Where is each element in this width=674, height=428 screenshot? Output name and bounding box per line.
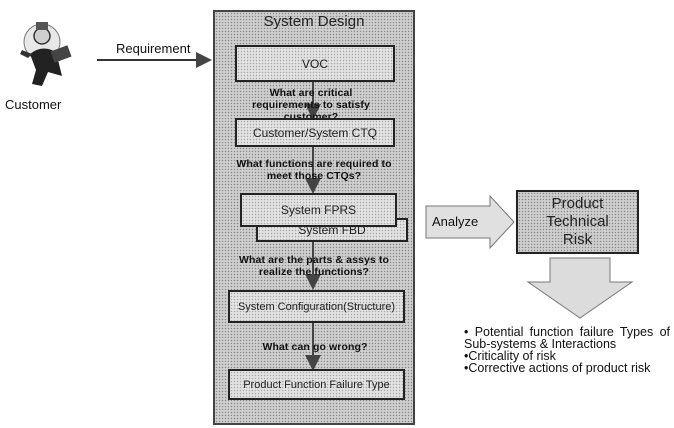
bullet-item: •Criticality of risk: [464, 349, 556, 363]
product-technical-risk-box: Product Technical Risk: [516, 190, 639, 254]
down-arrow: [526, 257, 634, 319]
analyze-arrow: [425, 194, 515, 250]
question-parts-assys: What are the parts & assys to realize th…: [239, 254, 389, 278]
requirement-label: Requirement: [116, 41, 191, 56]
question-functions-required: What functions are required to meet thos…: [236, 158, 392, 182]
customer-person-icon: [12, 14, 78, 94]
ctq-box: Customer/System CTQ: [235, 118, 395, 147]
risk-bullet-list: • Potential function failure Types of Su…: [464, 325, 670, 375]
question-what-can-go-wrong: What can go wrong?: [262, 341, 368, 353]
system-design-title: System Design: [263, 13, 365, 30]
customer-label: Customer: [5, 97, 62, 112]
fprs-box: System FPRS: [240, 193, 397, 227]
voc-box: VOC: [235, 45, 395, 82]
configuration-box: System Configuration(Structure): [228, 290, 405, 323]
bullet-item: •Corrective actions of product risk: [464, 361, 651, 375]
bullet-item: • Potential function failure Types of Su…: [464, 325, 670, 351]
analyze-label: Analyze: [432, 214, 479, 229]
failure-type-box: Product Function Failure Type: [228, 369, 405, 400]
